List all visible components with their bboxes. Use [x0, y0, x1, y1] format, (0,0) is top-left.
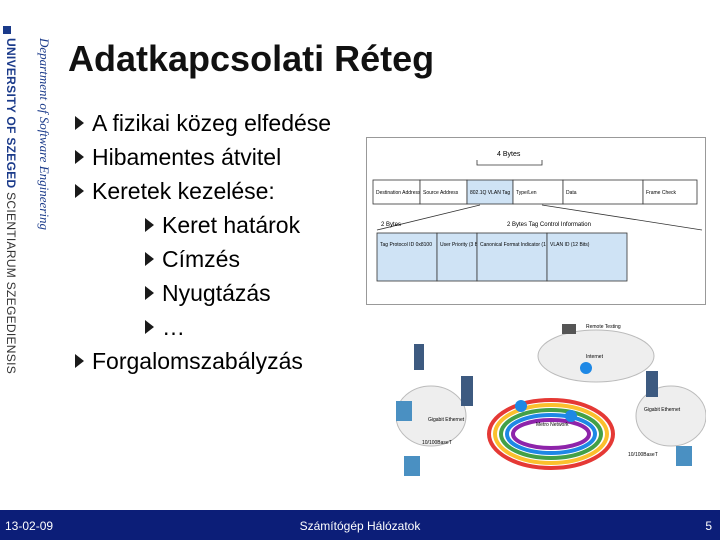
department-name: Department of Software Engineering	[37, 38, 52, 230]
right-bytes-label: 2 Bytes Tag Control Information	[507, 222, 591, 228]
university-name: UNIVERSITY OF SZEGED SCIENTIARUM SZEGEDI…	[4, 38, 18, 375]
footer: 13-02-09 Számítógép Hálózatok 5	[0, 510, 720, 540]
slide-title: Adatkapcsolati Réteg	[68, 38, 435, 79]
field-label: VLAN ID (12 Bits)	[550, 242, 590, 248]
bullet-item: Nyugtázás	[75, 276, 331, 310]
building-icon	[646, 371, 658, 397]
tag-subfield	[476, 232, 548, 282]
footer-course: Számítógép Hálózatok	[299, 519, 421, 533]
net-label: Gigabit Ethernet	[644, 407, 681, 413]
bullet-item: Forgalomszabályzás	[75, 344, 331, 378]
frame-top-label: 4 Bytes	[497, 151, 521, 158]
field-label: Destination Address	[376, 190, 421, 196]
bullet-item: A fizikai közeg elfedése	[75, 106, 331, 140]
net-label: 10/100BaseT	[628, 452, 658, 458]
tag-subfield	[436, 232, 478, 282]
tester-icon	[676, 446, 692, 466]
field-label: Frame Check	[646, 190, 677, 196]
field-label: Type/Len	[516, 190, 537, 196]
bullet-arrow-icon	[145, 286, 154, 300]
switch-icon	[580, 362, 592, 374]
net-label: Metro Network	[536, 422, 569, 428]
field-label: 802.1Q VLAN Tag	[470, 190, 510, 196]
network-diagram: Remote Testing Internet Gigabit Ethernet…	[396, 324, 706, 476]
bullet-text: …	[162, 313, 185, 340]
bullet-text: Keret határok	[162, 211, 301, 238]
building-icon	[461, 376, 473, 406]
field-label: Data	[566, 190, 577, 196]
bullet-item: Keretek kezelése:	[75, 174, 331, 208]
field-label: Canonical Format Indicator (1 Bit)	[480, 242, 555, 248]
bullet-arrow-icon	[75, 184, 84, 198]
bullet-text: Hibamentes átvitel	[92, 143, 282, 170]
switch-icon	[565, 410, 577, 422]
tag-subfield	[546, 232, 628, 282]
sidebar: UNIVERSITY OF SZEGED SCIENTIARUM SZEGEDI…	[0, 0, 72, 510]
bullet-arrow-icon	[75, 116, 84, 130]
frame-field	[562, 179, 644, 205]
bullet-item: Keret határok	[75, 208, 331, 242]
bullet-text: Keretek kezelése:	[92, 177, 275, 204]
frame-field	[466, 179, 514, 205]
bullet-arrow-icon	[145, 252, 154, 266]
tester-icon	[396, 401, 412, 421]
tag-subfield	[376, 232, 438, 282]
building-icon	[414, 344, 424, 370]
bullet-text: Nyugtázás	[162, 279, 271, 306]
field-label: Source Address	[423, 190, 459, 196]
net-label: 10/100BaseT	[422, 440, 452, 446]
page-number: 5	[705, 519, 712, 533]
bullet-arrow-icon	[145, 320, 154, 334]
field-label: User Priority (3 Bits)	[440, 242, 485, 248]
net-label: Remote Testing	[586, 324, 621, 330]
left-bytes-label: 2 Bytes	[381, 222, 401, 228]
bullet-arrow-icon	[145, 218, 154, 232]
net-label: Internet	[586, 354, 604, 360]
bullet-arrow-icon	[75, 354, 84, 368]
frame-field	[642, 179, 698, 205]
net-label: Gigabit Ethernet	[428, 417, 465, 423]
frame-field	[419, 179, 468, 205]
bullet-text: Forgalomszabályzás	[92, 347, 303, 374]
logo-square	[3, 26, 11, 34]
bullet-item: Hibamentes átvitel	[75, 140, 331, 174]
switch-icon	[515, 400, 527, 412]
footer-date: 13-02-09	[5, 519, 54, 533]
field-label: Tag Protocol ID 0x8100	[380, 242, 432, 248]
bullet-text: A fizikai közeg elfedése	[92, 109, 332, 136]
bullet-arrow-icon	[75, 150, 84, 164]
tag-subfields: Tag Protocol ID 0x8100 User Priority (3 B…	[376, 232, 628, 282]
bullet-item: Címzés	[75, 242, 331, 276]
frame-field	[372, 179, 421, 205]
bullet-text: Címzés	[162, 245, 240, 272]
computer-icon	[562, 324, 576, 334]
tester-icon	[404, 456, 420, 476]
bullet-item: …	[75, 310, 331, 344]
